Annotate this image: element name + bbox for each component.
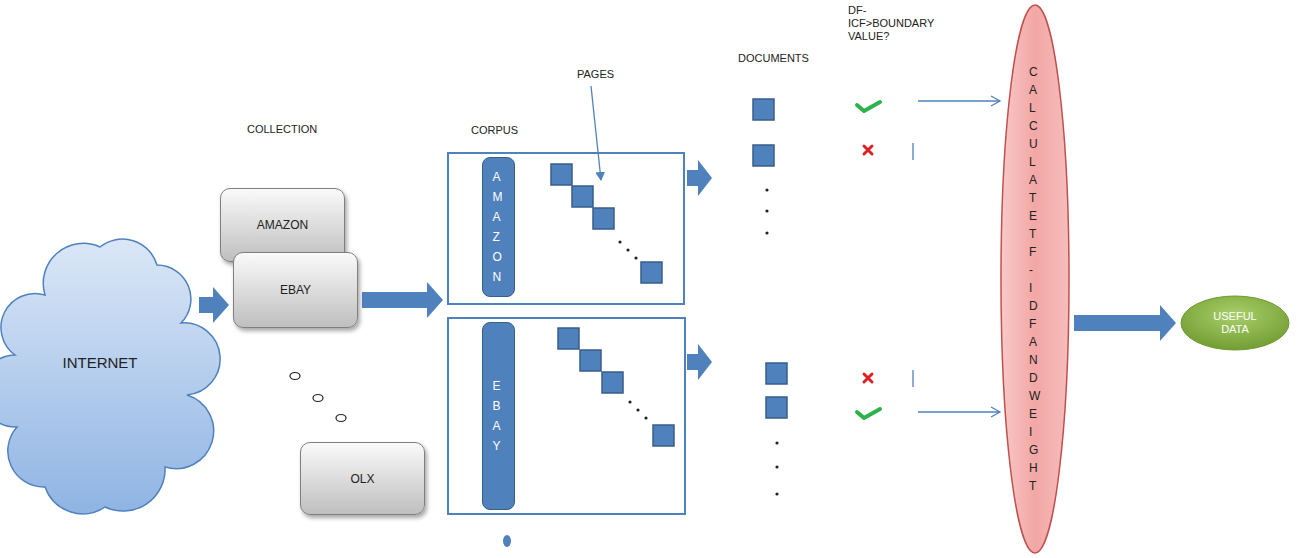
cross-mark — [864, 146, 872, 382]
rejected-stop — [912, 143, 913, 387]
corpus-bar: AMAZON — [482, 157, 515, 297]
internet-cloud: INTERNET — [5, 205, 195, 520]
document-squares — [753, 99, 787, 418]
node-text: AMAZON — [257, 218, 308, 232]
check-mark — [857, 102, 880, 418]
node-text: USEFUL DATA — [1204, 310, 1266, 336]
block-arrow — [1074, 305, 1176, 341]
accepted-arrow — [918, 101, 1000, 412]
corpus-frame — [448, 318, 685, 514]
page-squares — [551, 164, 674, 446]
source-box: AMAZON — [220, 188, 345, 262]
corpus-bar: EBAY — [482, 322, 515, 510]
block-arrow — [362, 282, 443, 318]
column-label: DOCUMENTS — [738, 52, 828, 65]
block-arrow — [199, 287, 229, 323]
pointer-arrow — [591, 86, 601, 180]
condition-label: DF- ICF>BOUNDARY VALUE? — [848, 4, 940, 43]
callout-label: PAGES — [577, 68, 637, 81]
result-ellipse: USEFUL DATA — [1180, 295, 1290, 351]
node-text: EBAY — [280, 283, 311, 297]
node-text: CORPUS — [471, 124, 518, 136]
node-text: AMAZON — [493, 167, 505, 287]
more-corpus-dots — [503, 535, 511, 558]
ellipsis-dots — [618, 188, 778, 495]
ellipsis-dots — [290, 373, 346, 422]
node-text: EBAY — [493, 376, 505, 456]
node-text: INTERNET — [63, 354, 138, 371]
group-label: COLLECTION — [247, 123, 337, 136]
source-box: EBAY — [233, 252, 358, 328]
block-arrow — [687, 344, 712, 380]
block-arrow — [687, 160, 712, 196]
node-text: CALCULATE TF-IDF AND WEIGHT — [1029, 63, 1041, 495]
node-text: OLX — [350, 472, 374, 486]
source-box: OLX — [300, 442, 425, 515]
corpus-frame: CORPUSAMAZON — [447, 152, 685, 305]
process-ellipse: CALCULATE TF-IDF AND WEIGHT — [1000, 4, 1070, 554]
